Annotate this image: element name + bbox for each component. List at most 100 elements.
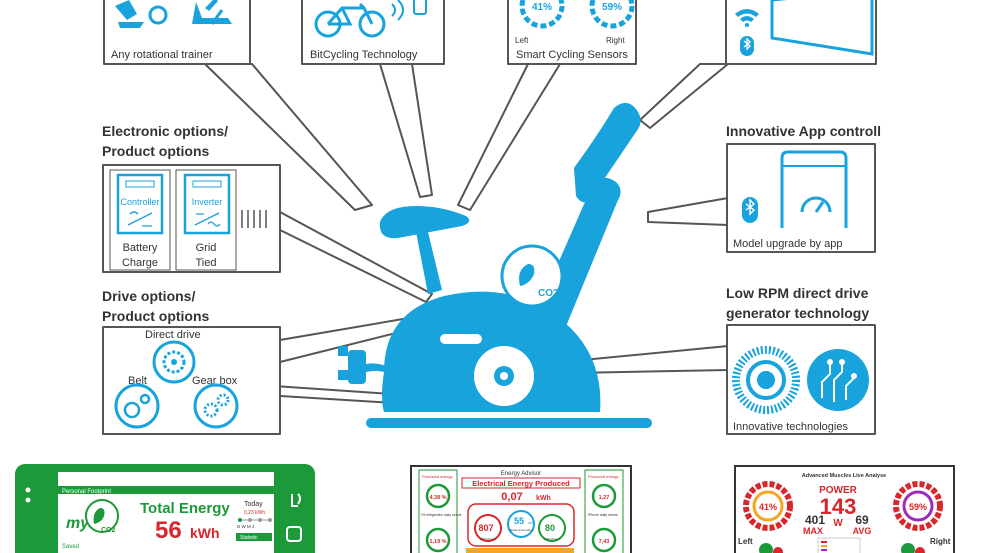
co2-small-label: CO2 bbox=[101, 527, 116, 534]
watt-unit: W bbox=[833, 518, 843, 529]
max-label: MAX bbox=[803, 526, 823, 536]
electronic-title-1: Electronic options/ bbox=[102, 123, 228, 139]
max-power-value: 807 bbox=[478, 523, 493, 533]
connector-bitcycling bbox=[379, 63, 433, 198]
right-val-1: 1,27 bbox=[599, 495, 610, 501]
right-energy-panel bbox=[584, 469, 624, 553]
produced-energy-right: Produced energy bbox=[588, 474, 618, 479]
inverter-icon: Inverter bbox=[183, 173, 231, 235]
gearbox-icon bbox=[193, 383, 239, 429]
app-control: Innovative App controll Model upgrade by… bbox=[726, 123, 881, 253]
footprint-icon: CO2 bbox=[85, 499, 119, 534]
sensor-left-pct: 41% bbox=[532, 2, 552, 13]
energy-advisor-label: Energy Advisor bbox=[501, 471, 541, 477]
tv-icon bbox=[770, 0, 874, 56]
signal-icon bbox=[391, 0, 404, 21]
electronic-title-2: Product options bbox=[102, 143, 210, 159]
square-button-icon[interactable] bbox=[286, 526, 302, 542]
grid-label-2: Tied bbox=[196, 257, 217, 269]
plug-body bbox=[348, 350, 366, 384]
handlebar bbox=[574, 102, 641, 203]
sensor-right-label: Right bbox=[606, 36, 625, 45]
avg-label: AVG bbox=[853, 526, 872, 536]
co2-label: CO2 bbox=[538, 288, 559, 299]
bluetooth-icon bbox=[742, 197, 758, 223]
max-value: 401 bbox=[805, 513, 825, 527]
sensors-box: 41% 59% Left Right Smart Cycling Sensors bbox=[507, 0, 637, 65]
electronic-options: Electronic options/ Product options Cont… bbox=[102, 123, 281, 273]
total-energy-value: 56 bbox=[155, 517, 182, 544]
tablet-screen-energy-advisor: Energy Advisor Produced energy Produced … bbox=[410, 465, 632, 553]
avg-power-value: 80 bbox=[545, 523, 555, 533]
avg-power-label: AVG Power bbox=[544, 537, 559, 541]
grid-panel bbox=[175, 169, 237, 271]
left-pct-2: 1,19 % bbox=[429, 539, 446, 545]
left-energy-panel bbox=[418, 469, 458, 553]
rotational-caption: Any rotational trainer bbox=[111, 49, 213, 61]
generator-title-2: generator technology bbox=[726, 305, 869, 321]
plug-prongs bbox=[338, 346, 348, 380]
tablet-screen-muscle-analyse: Advanced Muscles Live Analyse 41% 59% PO… bbox=[734, 465, 955, 553]
electrical-energy-unit: kWh bbox=[536, 495, 551, 502]
workout-time-unit: min bbox=[528, 520, 534, 525]
rotational-trainer-box: Any rotational trainer bbox=[103, 0, 251, 65]
phone-icon bbox=[413, 0, 427, 15]
avg-value: 69 bbox=[855, 513, 869, 527]
bike-base bbox=[366, 418, 652, 428]
connectivity-box bbox=[725, 0, 877, 65]
seat-post bbox=[416, 232, 442, 294]
back-button-icon[interactable] bbox=[291, 493, 301, 507]
workout-time-value: 55 bbox=[514, 516, 524, 526]
total-energy-title: Total Energy bbox=[140, 500, 230, 517]
power-value: 143 bbox=[820, 494, 857, 519]
generator-coil-icon bbox=[732, 346, 800, 414]
bicycle-icon bbox=[314, 2, 386, 38]
produced-energy-left: Produced energy bbox=[422, 474, 452, 479]
sensors-caption: Smart Cycling Sensors bbox=[516, 49, 628, 61]
left-muscle-gauge: 41% bbox=[743, 481, 793, 531]
direct-drive-icon bbox=[152, 340, 196, 384]
direct-drive-label: Direct drive bbox=[145, 329, 201, 341]
bluetooth-icon bbox=[740, 36, 754, 56]
inverter-label: Inverter bbox=[192, 197, 223, 207]
personal-footprint-label: Personal Footprint bbox=[62, 489, 111, 495]
belt-icon bbox=[114, 383, 160, 429]
stats-box bbox=[467, 503, 575, 547]
bottom-bar bbox=[466, 548, 574, 553]
connector-sensors bbox=[457, 63, 561, 211]
electrical-energy-title: Electrical Energy Produced bbox=[472, 479, 570, 488]
sensor-left-label: Left bbox=[515, 36, 529, 45]
right-label: Right bbox=[930, 537, 951, 546]
muscle-analyse-title: Advanced Muscles Live Analyse bbox=[802, 473, 886, 479]
left-muscle-pct: 41% bbox=[759, 502, 777, 512]
drive-title-2: Product options bbox=[102, 308, 210, 324]
circuit-icon bbox=[807, 349, 869, 411]
statistic-button[interactable] bbox=[236, 533, 272, 541]
electrical-energy-value: 0,07 bbox=[501, 491, 522, 503]
connector-app bbox=[647, 197, 729, 226]
dwmy-label: D W M J bbox=[237, 524, 254, 529]
bitcycling-caption: BitCycling Technology bbox=[310, 49, 418, 61]
drive-title-1: Drive options/ bbox=[102, 288, 195, 304]
right-val-2: 7,43 bbox=[599, 539, 610, 545]
right-note: iPhone daily needs bbox=[588, 513, 618, 517]
drive-options: Drive options/ Product options Direct dr… bbox=[102, 288, 281, 435]
my-brand: my bbox=[66, 515, 90, 532]
grid-label-1: Grid bbox=[196, 242, 217, 254]
app-title: Innovative App controll bbox=[726, 123, 881, 139]
generator-title-1: Low RPM direct drive bbox=[726, 285, 869, 301]
trainer-icons bbox=[115, 0, 232, 28]
statistic-label: Statistic bbox=[240, 535, 258, 541]
app-caption: Model upgrade by app bbox=[733, 238, 842, 250]
battery-panel bbox=[109, 169, 171, 271]
right-muscle-gauge: 59% bbox=[893, 481, 943, 531]
sensor-left-gauge: 41% bbox=[519, 0, 565, 29]
controller-icon: Controller bbox=[116, 173, 164, 235]
battery-label-1: Battery bbox=[123, 242, 158, 254]
plug-cable bbox=[366, 363, 386, 372]
wifi-icon bbox=[735, 9, 759, 27]
vent-lines bbox=[241, 210, 267, 228]
sensor-right-gauge: 59% bbox=[589, 0, 635, 29]
exercise-bike-illustration: CO2 bbox=[338, 102, 652, 428]
